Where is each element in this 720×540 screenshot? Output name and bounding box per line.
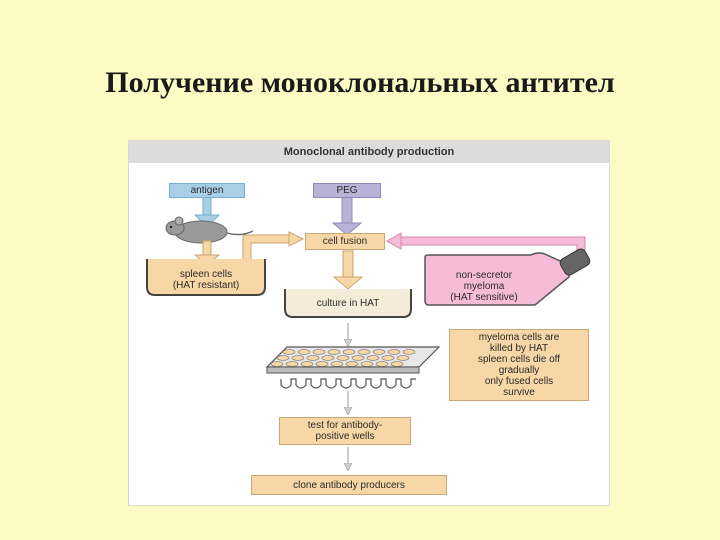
arrow-spleen-to-fusion xyxy=(242,231,305,267)
node-peg: PEG xyxy=(313,183,381,198)
plate-well xyxy=(312,349,326,355)
plate-well xyxy=(285,361,299,367)
plate-well xyxy=(381,355,395,361)
plate-well xyxy=(327,349,341,355)
plate-well xyxy=(375,361,389,367)
plate-well-profile xyxy=(280,378,416,389)
plate-well xyxy=(345,361,359,367)
note-line2: killed by HAT xyxy=(489,343,549,354)
node-clone-producers: clone antibody producers xyxy=(251,475,447,495)
plate-well xyxy=(276,355,290,361)
plate-well xyxy=(321,355,335,361)
note-line3: spleen cells die off xyxy=(477,354,561,365)
multiwell-plate xyxy=(265,346,441,389)
node-cell-fusion: cell fusion xyxy=(305,233,385,250)
plate-well xyxy=(396,355,410,361)
plate-well xyxy=(360,361,374,367)
spleen-cells-dish xyxy=(146,259,266,296)
plate-well xyxy=(357,349,371,355)
plate-well xyxy=(330,361,344,367)
note-line4: gradually xyxy=(498,365,540,376)
test-line1: test for antibody- xyxy=(307,420,383,431)
arrow-myeloma-to-fusion xyxy=(385,232,586,257)
diagram-artwork xyxy=(146,196,591,505)
arrow-peg-to-fusion xyxy=(331,196,363,236)
plate-well xyxy=(402,349,416,355)
culture-dish xyxy=(284,289,412,318)
mouse-icon xyxy=(165,216,254,244)
plate-well xyxy=(390,361,404,367)
label-myeloma-line2: myeloma xyxy=(463,280,505,292)
note-line6: survive xyxy=(503,387,535,398)
plate-well xyxy=(351,355,365,361)
plate-well xyxy=(315,361,329,367)
plate-well xyxy=(297,349,311,355)
node-antigen: antigen xyxy=(169,183,245,198)
slide-title: Получение моноклональных антител xyxy=(105,66,615,99)
label-myeloma: non-secretor myeloma (HAT sensitive) xyxy=(429,269,539,303)
note-line1: myeloma cells are xyxy=(478,332,560,343)
plate-well xyxy=(366,355,380,361)
label-culture-in-hat: culture in HAT xyxy=(316,297,380,309)
plate-well xyxy=(282,349,296,355)
figure-header: Monoclonal antibody production xyxy=(129,141,609,163)
plate-well xyxy=(372,349,386,355)
node-test-positive-wells: test for antibody- positive wells xyxy=(279,417,411,445)
plate-well xyxy=(306,355,320,361)
label-myeloma-line3: (HAT sensitive) xyxy=(450,291,518,303)
plate-well xyxy=(342,349,356,355)
label-spleen-line1: spleen cells xyxy=(179,269,233,280)
label-myeloma-line1: non-secretor xyxy=(455,269,513,281)
plate-well xyxy=(300,361,314,367)
plate-well xyxy=(336,355,350,361)
plate-well xyxy=(387,349,401,355)
myeloma-flask xyxy=(424,248,591,306)
plate-edge xyxy=(266,366,420,374)
diagram-figure: Monoclonal antibody production xyxy=(128,140,610,506)
plate-well xyxy=(270,361,284,367)
note-hat-selection: myeloma cells are killed by HAT spleen c… xyxy=(449,329,589,401)
plate-well xyxy=(291,355,305,361)
test-line2: positive wells xyxy=(315,431,375,442)
arrow-fusion-to-culture xyxy=(332,250,364,290)
label-spleen-cells: spleen cells (HAT resistant) xyxy=(149,268,263,292)
label-spleen-line2: (HAT resistant) xyxy=(172,280,240,291)
note-line5: only fused cells xyxy=(484,376,554,387)
